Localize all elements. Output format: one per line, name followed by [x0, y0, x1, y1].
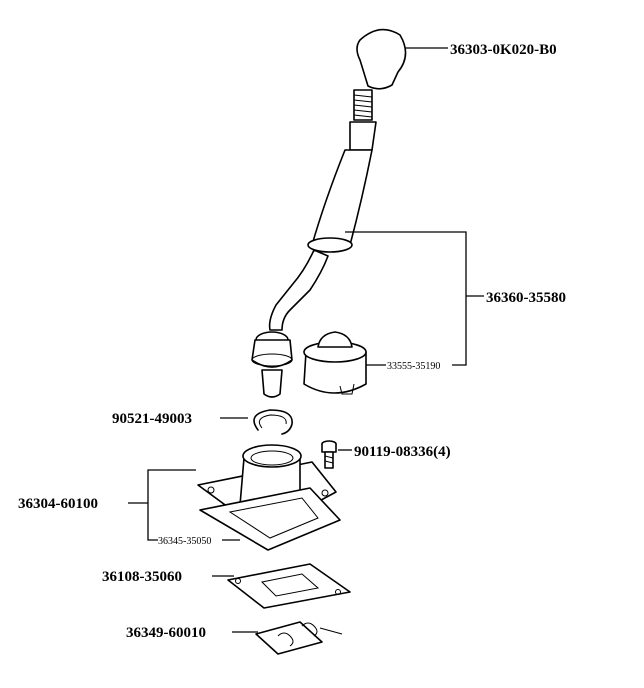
shift-knob-part	[356, 28, 407, 90]
threaded-rod-part	[349, 89, 377, 151]
bolt-part-number: 90119-08336(4)	[354, 444, 451, 460]
plate-part-number: 36108-35060	[102, 569, 182, 585]
retainer-part-number: 36304-60100	[18, 496, 98, 512]
boot-part	[303, 331, 367, 395]
shift-lever-part	[251, 149, 373, 398]
bolt-part	[321, 440, 337, 469]
spring-clip-part-number: 36349-60010	[126, 625, 206, 641]
snap-ring-part	[253, 409, 293, 435]
knob-part-number: 36303-0K020-B0	[450, 42, 557, 58]
snap-ring-part-number: 90521-49003	[112, 411, 192, 427]
boot-part-number: 33555-35190	[387, 361, 440, 372]
inner-gasket-part	[199, 487, 341, 551]
retainer-bracket	[147, 469, 196, 541]
lever-bracket	[345, 231, 467, 366]
lever-part-number: 36360-35580	[486, 290, 566, 306]
spring-clip-part	[255, 621, 343, 655]
plate-part	[227, 563, 351, 609]
inner-gasket-part-number: 36345-35050	[158, 536, 211, 547]
